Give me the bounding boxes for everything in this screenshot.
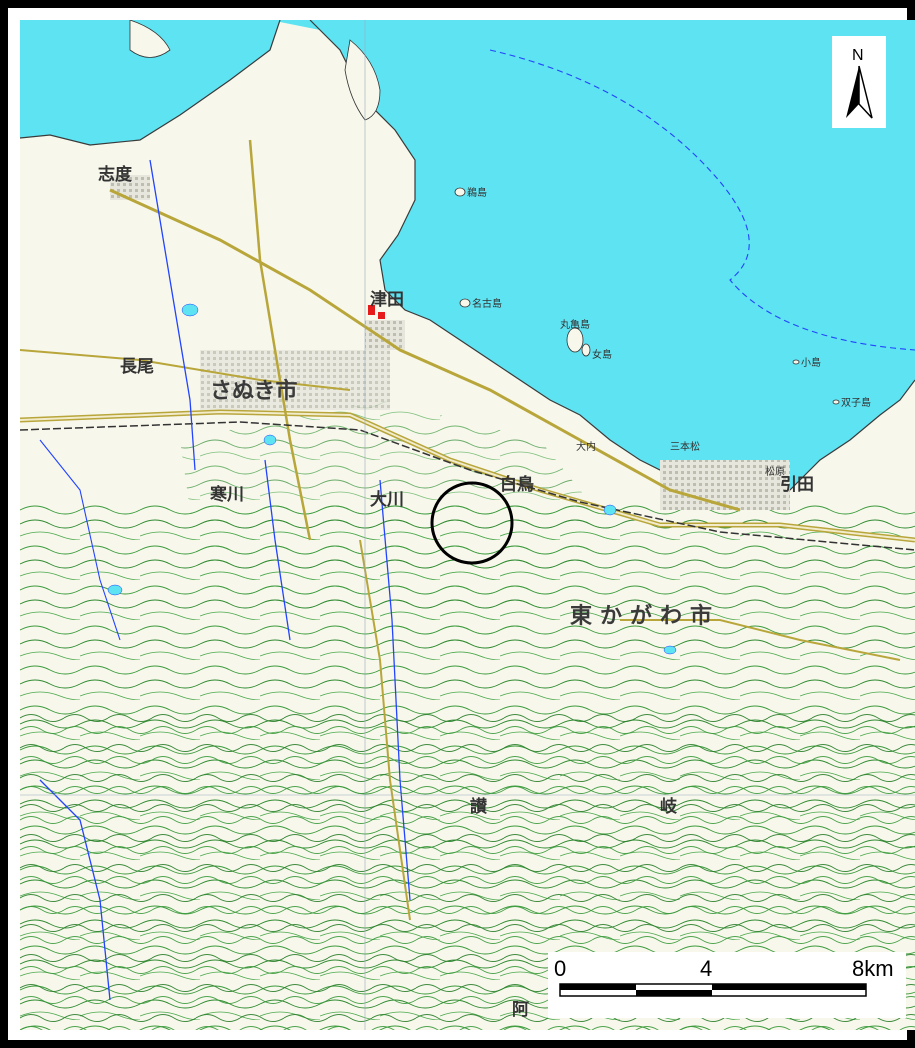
label-sanuki-city: さぬき市 bbox=[210, 378, 298, 404]
sea-boundary-dashed bbox=[489, 49, 915, 351]
pond bbox=[107, 584, 123, 596]
pond bbox=[603, 504, 617, 516]
road-east bbox=[620, 619, 901, 661]
label-omi: 大内 bbox=[576, 440, 596, 453]
urban-sanbonmatsu bbox=[660, 460, 790, 510]
label-samukawa: 寒川 bbox=[210, 484, 244, 505]
river-4 bbox=[39, 779, 111, 1001]
label-meshima: 女島 bbox=[592, 348, 612, 361]
sea-northwest bbox=[20, 20, 280, 145]
road-north-south bbox=[248, 139, 312, 541]
island-maruki bbox=[566, 327, 584, 353]
label-matsubara: 松原 bbox=[765, 465, 785, 478]
pond bbox=[263, 434, 277, 446]
scale-label-0: 0 bbox=[554, 956, 566, 981]
label-yunoki: 鵜島 bbox=[467, 186, 487, 199]
island-nw bbox=[129, 20, 171, 58]
study-area-circle bbox=[430, 481, 514, 565]
coastline-west bbox=[20, 20, 281, 146]
island-koshima bbox=[792, 359, 800, 365]
label-sanuki-province-2: 岐 bbox=[660, 796, 678, 817]
road-west bbox=[20, 349, 351, 391]
label-tsuda: 津田 bbox=[370, 289, 404, 310]
scale-label-4: 4 bbox=[700, 956, 712, 981]
label-nagao: 長尾 bbox=[120, 357, 154, 377]
label-hiketa: 引田 bbox=[780, 475, 814, 495]
topographic-map: さぬき市 東かがわ市 讃 岐 阿 志度 津田 大川 長尾 寒川 引田 白鳥 三本… bbox=[20, 20, 915, 1030]
label-nagoshima: 名古島 bbox=[472, 297, 502, 310]
river-1 bbox=[149, 159, 196, 471]
urban-shido bbox=[110, 175, 150, 200]
label-shido: 志度 bbox=[98, 164, 133, 185]
pond bbox=[663, 645, 677, 655]
road-south bbox=[359, 539, 411, 921]
railway bbox=[20, 421, 915, 551]
label-awa: 阿 bbox=[512, 1000, 529, 1020]
label-okawa: 大川 bbox=[370, 489, 404, 510]
north-arrow: N bbox=[832, 36, 886, 128]
island-futagojima bbox=[832, 399, 840, 405]
scale-bar: 0 4 8km bbox=[548, 952, 906, 1018]
sea-northeast bbox=[270, 20, 915, 498]
road-coastal bbox=[109, 188, 741, 512]
pond bbox=[181, 303, 199, 317]
central-hills bbox=[180, 400, 620, 660]
coastline bbox=[309, 20, 915, 499]
urban-sanuki bbox=[200, 350, 390, 410]
river-3 bbox=[379, 479, 411, 901]
label-shirotori: 白鳥 bbox=[500, 474, 534, 495]
label-maruki: 丸亀島 bbox=[560, 318, 590, 331]
north-arrow-icon bbox=[846, 66, 859, 118]
red-marker-2 bbox=[378, 312, 385, 319]
north-label: N bbox=[852, 47, 864, 64]
red-marker-1 bbox=[368, 305, 375, 315]
label-higashikagawa-city: 東かがわ市 bbox=[570, 603, 720, 629]
label-sanuki-province: 讃 bbox=[470, 796, 488, 817]
island-nagoshima bbox=[459, 298, 471, 308]
island-meshima bbox=[581, 343, 591, 357]
river-5 bbox=[39, 439, 121, 641]
river-2 bbox=[264, 459, 291, 641]
label-futagojima: 双子島 bbox=[841, 396, 871, 409]
highway-main-inner bbox=[20, 410, 915, 541]
scale-label-8: 8km bbox=[852, 956, 894, 981]
label-sanbonmatsu: 三本松 bbox=[670, 440, 700, 453]
peninsula-north bbox=[344, 39, 381, 121]
island-yunoki bbox=[454, 187, 466, 197]
urban-tsuda bbox=[365, 320, 405, 350]
label-koshima: 小島 bbox=[801, 356, 821, 369]
